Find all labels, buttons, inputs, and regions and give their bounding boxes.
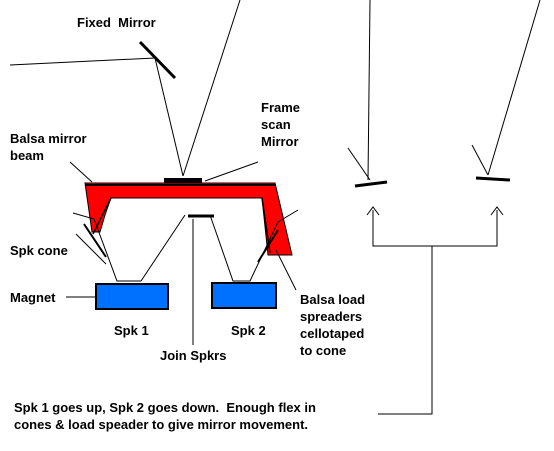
frame-scan-pointer bbox=[204, 161, 259, 182]
spk1-cone bbox=[72, 212, 186, 282]
label-spk-cone: Spk cone bbox=[10, 243, 68, 258]
frame-scan-mirror bbox=[164, 178, 202, 183]
spk2-magnet bbox=[211, 282, 277, 309]
label-fixed-mirror: Fixed Mirror bbox=[77, 15, 156, 30]
balsa-mirror-beam bbox=[84, 182, 293, 256]
spk-cone-pointer bbox=[75, 233, 107, 265]
label-magnet: Magnet bbox=[10, 290, 56, 305]
label-balsa-mirror-beam: Balsa mirror beam bbox=[10, 131, 87, 163]
spk1-load-spreader bbox=[83, 223, 107, 258]
right-ray-1-reflect bbox=[347, 147, 371, 181]
spk1-magnet bbox=[95, 283, 169, 310]
label-frame-scan-mirror: Frame scan Mirror bbox=[261, 100, 301, 149]
right-mirror-2 bbox=[475, 176, 511, 182]
label-join-spkrs: Join Spkrs bbox=[160, 348, 227, 363]
right-mirror-1 bbox=[354, 180, 388, 188]
load-spreader-pointer bbox=[275, 249, 297, 291]
right-ray-2 bbox=[487, 0, 541, 176]
arrow-bracket bbox=[372, 210, 498, 247]
light-ray-incoming bbox=[182, 0, 241, 177]
arrow-head-right bbox=[490, 206, 504, 216]
caption-connector bbox=[378, 246, 433, 415]
label-spk2: Spk 2 bbox=[231, 323, 266, 338]
right-ray-1 bbox=[367, 0, 371, 181]
balsa-beam-pointer bbox=[69, 161, 93, 183]
right-ray-2-reflect bbox=[471, 144, 489, 176]
caption: Spk 1 goes up, Spk 2 goes down. Enough f… bbox=[14, 400, 316, 432]
beam-inner-edge-left bbox=[92, 197, 112, 235]
label-spk1: Spk 1 bbox=[114, 323, 149, 338]
fixed-mirror bbox=[138, 40, 177, 80]
spk2-cone bbox=[209, 209, 299, 282]
arrow-head-left bbox=[366, 206, 380, 216]
light-ray-reflected bbox=[154, 57, 184, 177]
spk2-load-spreader bbox=[257, 229, 279, 263]
label-balsa-load-spreaders: Balsa load spreaders cellotaped to cone bbox=[300, 292, 366, 358]
light-ray-to-viewer bbox=[9, 57, 156, 66]
